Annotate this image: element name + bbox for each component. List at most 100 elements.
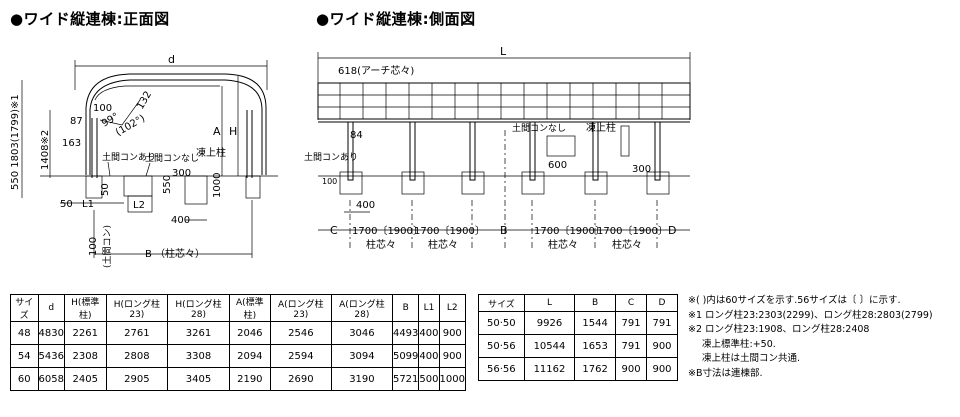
note-line: 凍上柱は土間コン共通. — [702, 353, 801, 364]
table-header: H(ロング柱28) — [167, 294, 230, 322]
front-doma-vertical: (土間コン) — [101, 225, 113, 268]
table-header: D — [646, 294, 678, 312]
side-C-label: C — [330, 224, 338, 237]
table-header: H(ロング柱23) — [105, 294, 169, 322]
front-400-dim: 400 — [171, 215, 190, 226]
table-header: C — [615, 294, 647, 312]
front-100-vertical: 100 — [88, 237, 99, 256]
table-row: 48 4830 2261 2761 3261 2046 2546 3046 44… — [10, 321, 466, 345]
table-cell: 791 — [615, 334, 647, 358]
table-header-row: サイズ d H(標準柱) H(ロング柱23) H(ロング柱28) A(標準柱) … — [10, 294, 466, 322]
side-span-2: 1700〔1900〕 — [414, 225, 485, 237]
table-cell: 5721 — [391, 367, 420, 391]
table-cell: 60 — [10, 367, 39, 391]
table-cell: 50·50 — [478, 311, 525, 335]
table-header-row: サイズ L B C D — [478, 294, 678, 312]
side-span-3: 1700〔1900〕 — [534, 225, 605, 237]
table-cell: 2690 — [269, 367, 332, 391]
table-row: 60 6058 2405 2905 3405 2190 2690 3190 57… — [10, 367, 466, 391]
spec-table-front: サイズ d H(標準柱) H(ロング柱23) H(ロング柱28) A(標準柱) … — [10, 294, 466, 391]
table-row: 50·56 10544 1653 791 900 — [478, 334, 678, 358]
side-300-dim: 300 — [632, 164, 651, 175]
front-A-label: A — [213, 125, 221, 138]
table-cell: 3094 — [330, 344, 393, 368]
side-D-label: D — [668, 224, 676, 237]
table-header: B — [391, 294, 420, 322]
table-header: L1 — [418, 294, 440, 322]
front-L1-label: L1 — [82, 199, 94, 210]
note-line: 凍上標準柱:+50. — [702, 338, 776, 350]
table-cell: 2905 — [105, 367, 169, 391]
front-132-dim: 132 — [135, 89, 154, 111]
front-550-dim: 550 — [162, 175, 173, 194]
table-row: 50·50 9926 1544 791 791 — [478, 311, 678, 335]
front-view-title: ●ワイド縦連棟:正面図 — [10, 10, 170, 28]
table-cell: 2594 — [269, 344, 332, 368]
table-cell: 2405 — [63, 367, 107, 391]
side-span-1: 1700〔1900〕 — [352, 225, 423, 237]
table-cell: 400 — [418, 321, 440, 345]
table-cell: 9926 — [523, 311, 576, 335]
front-B-label: B （柱芯々） — [145, 247, 205, 260]
table-cell: 2761 — [105, 321, 169, 345]
table-cell: 791 — [615, 311, 647, 335]
side-arch-label: 618(アーチ芯々) — [338, 64, 414, 77]
side-400-dim: 400 — [356, 200, 375, 211]
table-cell: 900 — [438, 321, 466, 345]
table-cell: 54 — [10, 344, 39, 368]
table-header: サイズ — [10, 294, 39, 322]
table-cell: 2261 — [63, 321, 107, 345]
front-1408-dim: 1408※2 — [40, 130, 51, 170]
note-line: ※2 ロング柱23:1908、ロング柱28:2408 — [688, 324, 870, 335]
table-cell: 1000 — [438, 367, 466, 391]
table-row: 56·56 11162 1762 900 900 — [478, 357, 678, 381]
front-tojo-label: 凍上柱 — [196, 146, 226, 159]
note-line: ※( )内は60サイズを示す.56サイズは〔 〕に示す. — [688, 295, 901, 306]
table-cell: 56·56 — [478, 357, 525, 381]
table-cell: 1544 — [574, 311, 617, 335]
table-cell: 6058 — [37, 367, 65, 391]
side-600-dim: 600 — [548, 160, 567, 171]
side-view: L 618(アーチ芯々) — [304, 45, 691, 251]
table-cell: 3190 — [330, 367, 393, 391]
table-cell: 900 — [646, 357, 678, 381]
front-doma-ari: 土間コンあり — [102, 151, 156, 163]
side-L-label: L — [500, 45, 507, 58]
table-header: A(ロング柱28) — [330, 294, 393, 322]
table-cell: 1653 — [574, 334, 617, 358]
table-cell: 5436 — [37, 344, 65, 368]
table-cell: 400 — [418, 344, 440, 368]
side-pitch-4: 柱芯々 — [612, 238, 642, 251]
table-cell: 4830 — [37, 321, 65, 345]
table-cell: 2094 — [228, 344, 271, 368]
front-doma-nashi: 土間コンなし — [145, 152, 199, 164]
table-cell: 50·56 — [478, 334, 525, 358]
table-cell: 900 — [615, 357, 647, 381]
table-cell: 791 — [646, 311, 678, 335]
table-header: L2 — [438, 294, 466, 322]
notes-block: ※( )内は60サイズを示す.56サイズは〔 〕に示す. ※1 ロング柱23:2… — [688, 294, 933, 381]
side-tojo-label: 凍上柱 — [586, 121, 616, 134]
front-50-dim-b: 50 — [60, 199, 73, 210]
table-cell: 2046 — [228, 321, 271, 345]
side-pitch-3: 柱芯々 — [548, 238, 578, 251]
table-row: 54 5436 2308 2808 3308 2094 2594 3094 50… — [10, 344, 466, 368]
side-doma-ari: 土間コンあり — [304, 151, 358, 163]
front-87-dim: 87 — [70, 116, 83, 127]
table-cell: 3261 — [167, 321, 230, 345]
side-span-4: 1700〔1900〕 — [597, 225, 668, 237]
front-102deg: (102°) — [114, 113, 147, 139]
table-cell: 4493 — [391, 321, 420, 345]
table-cell: 900 — [646, 334, 678, 358]
table-cell: 3405 — [167, 367, 230, 391]
note-line: ※B寸法は連棟部. — [688, 367, 763, 379]
table-cell: 1762 — [574, 357, 617, 381]
front-163-dim: 163 — [62, 138, 81, 149]
table-cell: 3046 — [330, 321, 393, 345]
table-header: d — [37, 294, 65, 322]
table-header: H(標準柱) — [63, 294, 107, 322]
table-header: A(ロング柱23) — [269, 294, 332, 322]
table-cell: 5099 — [391, 344, 420, 368]
table-header: L — [523, 294, 576, 312]
